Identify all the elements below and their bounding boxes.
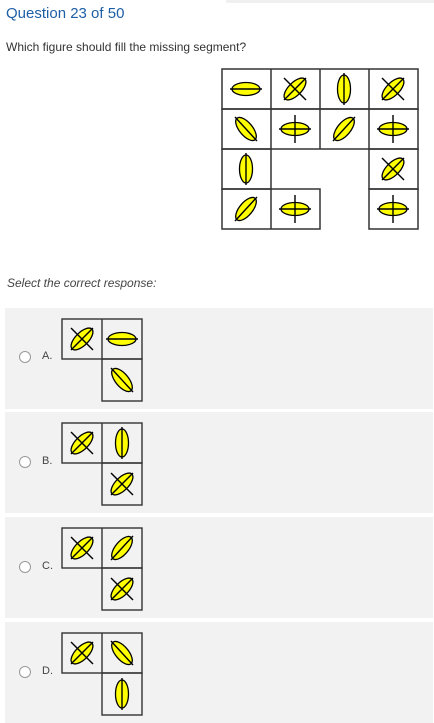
option-a[interactable]: A. [5, 308, 433, 409]
top-divider [226, 0, 434, 3]
ellipse-diagonal-cross-icon [283, 77, 307, 101]
puzzle-grid [221, 68, 419, 230]
ellipse-diagonal-down-icon [110, 367, 134, 393]
ellipse-diagonal-down-icon [234, 116, 258, 142]
option-figure-d [61, 632, 143, 716]
ellipse-diagonal-cross-icon [70, 431, 94, 455]
ellipse-diagonal-cross-icon [110, 472, 134, 496]
option-label-a: A. [42, 350, 53, 362]
ellipse-diagonal-up-icon [332, 116, 356, 142]
ellipse-vertical-line-icon [114, 678, 130, 710]
ellipse-diagonal-cross-icon [70, 641, 94, 665]
ellipse-diagonal-cross-icon [70, 536, 94, 560]
radio-button-c[interactable] [19, 561, 31, 573]
ellipse-vertical-line-icon [114, 427, 130, 459]
ellipse-diagonal-up-icon [234, 196, 258, 222]
radio-button-b[interactable] [19, 456, 31, 468]
option-figure-b [61, 422, 143, 506]
radio-button-d[interactable] [19, 666, 31, 678]
option-label-b: B. [42, 455, 53, 467]
option-figure-c [61, 527, 143, 611]
option-d[interactable]: D. [5, 622, 433, 723]
ellipse-horizontal-vertical-icon [279, 195, 311, 223]
question-number: Question 23 of 50 [6, 5, 125, 22]
ellipse-horizontal-vertical-icon [377, 115, 409, 143]
ellipse-diagonal-cross-icon [110, 577, 134, 601]
ellipse-horizontal-line-icon [230, 81, 262, 97]
option-c[interactable]: C. [5, 517, 433, 618]
ellipse-diagonal-cross-icon [381, 77, 405, 101]
option-b[interactable]: B. [5, 412, 433, 513]
ellipse-diagonal-cross-icon [70, 327, 94, 351]
ellipse-horizontal-vertical-icon [279, 115, 311, 143]
ellipse-diagonal-cross-icon [381, 157, 405, 181]
ellipse-horizontal-vertical-icon [377, 195, 409, 223]
question-text: Which figure should fill the missing seg… [6, 40, 247, 54]
ellipse-diagonal-down-icon [110, 640, 134, 666]
radio-button-a[interactable] [19, 351, 31, 363]
ellipse-horizontal-line-icon [106, 331, 138, 347]
option-label-c: C. [42, 560, 53, 572]
ellipse-diagonal-up-icon [110, 535, 134, 561]
option-figure-a [61, 318, 143, 402]
response-prompt: Select the correct response: [7, 276, 157, 290]
ellipse-vertical-line-icon [238, 153, 254, 185]
ellipse-vertical-line-icon [336, 73, 352, 105]
option-label-d: D. [42, 665, 53, 677]
